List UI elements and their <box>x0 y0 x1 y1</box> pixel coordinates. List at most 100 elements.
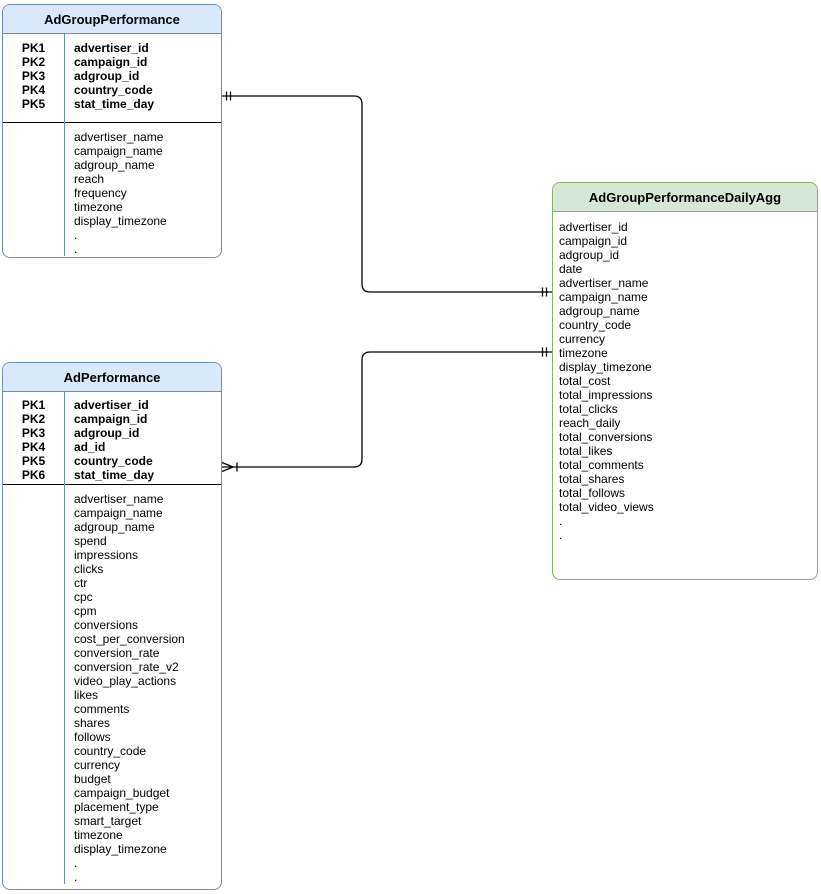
field-name: country_code <box>74 83 153 97</box>
field-row: . <box>3 870 221 884</box>
field-row: cpc <box>3 590 221 604</box>
pk-label <box>3 590 64 604</box>
cardinality-one-and-only-one-marker <box>225 91 232 101</box>
field-name: shares <box>74 716 111 730</box>
field-row: total_video_views <box>553 500 817 514</box>
pk-label <box>3 646 64 660</box>
field-name: date <box>559 262 583 276</box>
field-name: budget <box>74 772 111 786</box>
field-row: display_timezone <box>3 842 221 856</box>
entity-title: AdGroupPerformanceDailyAgg <box>553 183 817 212</box>
field-name: video_play_actions <box>74 674 177 688</box>
field-row: cpm <box>3 604 221 618</box>
field-row: cost_per_conversion <box>3 632 221 646</box>
field-row: display_timezone <box>3 214 221 228</box>
pk-label <box>3 618 64 632</box>
field-row: campaign_name <box>553 290 817 304</box>
field-row: . <box>553 514 817 528</box>
pk-label <box>3 562 64 576</box>
field-row: adgroup_name <box>3 520 221 534</box>
field-name: . <box>74 228 78 242</box>
field-name: stat_time_day <box>74 468 155 482</box>
pk-row: PK5 country_code <box>3 454 221 468</box>
pk-label <box>3 144 64 158</box>
field-name: adgroup_id <box>74 426 140 440</box>
pk-label <box>3 548 64 562</box>
relationship-line[interactable] <box>222 351 552 468</box>
field-name: stat_time_day <box>74 97 155 111</box>
pk-column-divider <box>64 34 66 256</box>
field-row: clicks <box>3 562 221 576</box>
field-name: reach <box>74 172 105 186</box>
field-row: budget <box>3 772 221 786</box>
pk-label: PK3 <box>21 426 46 440</box>
field-row: total_cost <box>553 374 817 388</box>
pk-row: PK3 adgroup_id <box>3 426 221 440</box>
entity-title: AdPerformance <box>3 363 221 392</box>
field-name: country_code <box>74 454 153 468</box>
field-name: advertiser_name <box>74 130 164 144</box>
entity-adgroupperformancedailyagg[interactable]: AdGroupPerformanceDailyAgg advertiser_id… <box>552 182 818 580</box>
pk-label <box>3 228 64 242</box>
pk-label: PK5 <box>21 454 46 468</box>
field-name: follows <box>74 730 111 744</box>
pk-label <box>3 604 64 618</box>
pk-label <box>3 688 64 702</box>
pk-label: PK6 <box>21 468 46 482</box>
pk-label <box>3 786 64 800</box>
field-row: smart_target <box>3 814 221 828</box>
field-row: . <box>3 242 221 256</box>
cardinality-one-and-only-one-marker <box>541 347 548 357</box>
pk-label <box>3 772 64 786</box>
field-name: currency <box>559 332 606 346</box>
field-name: . <box>74 242 78 256</box>
field-name: campaign_name <box>559 290 648 304</box>
field-row: adgroup_name <box>553 304 817 318</box>
field-name: advertiser_id <box>559 220 628 234</box>
field-name: likes <box>74 688 99 702</box>
pk-label <box>3 744 64 758</box>
field-row: total_shares <box>553 472 817 486</box>
field-row: spend <box>3 534 221 548</box>
relationship-adperformance-to-dailyagg[interactable] <box>221 347 552 473</box>
cardinality-one-and-only-one-marker <box>541 287 548 297</box>
field-row: . <box>3 856 221 870</box>
field-row: display_timezone <box>553 360 817 374</box>
field-name: adgroup_name <box>74 158 155 172</box>
field-row: advertiser_name <box>3 130 221 144</box>
pk-label: PK1 <box>21 41 46 55</box>
field-row: total_conversions <box>553 430 817 444</box>
field-row: timezone <box>3 200 221 214</box>
field-name: ad_id <box>74 440 106 454</box>
field-name: advertiser_id <box>74 398 149 412</box>
field-name: display_timezone <box>559 360 652 374</box>
relationship-line[interactable] <box>222 95 552 293</box>
field-row: campaign_budget <box>3 786 221 800</box>
field-name: cost_per_conversion <box>74 632 185 646</box>
field-name: campaign_budget <box>74 786 170 800</box>
field-name: clicks <box>74 562 104 576</box>
field-row: advertiser_name <box>553 276 817 290</box>
field-name: advertiser_id <box>74 41 149 55</box>
field-name: frequency <box>74 186 127 200</box>
field-row: . <box>3 228 221 242</box>
relationship-adgroupperformance-to-dailyagg[interactable] <box>222 91 552 297</box>
field-row: adgroup_name <box>3 158 221 172</box>
field-name: country_code <box>74 744 147 758</box>
field-row: impressions <box>3 548 221 562</box>
field-name: total_comments <box>559 458 644 472</box>
field-name: cpm <box>74 604 97 618</box>
field-row: ctr <box>3 576 221 590</box>
